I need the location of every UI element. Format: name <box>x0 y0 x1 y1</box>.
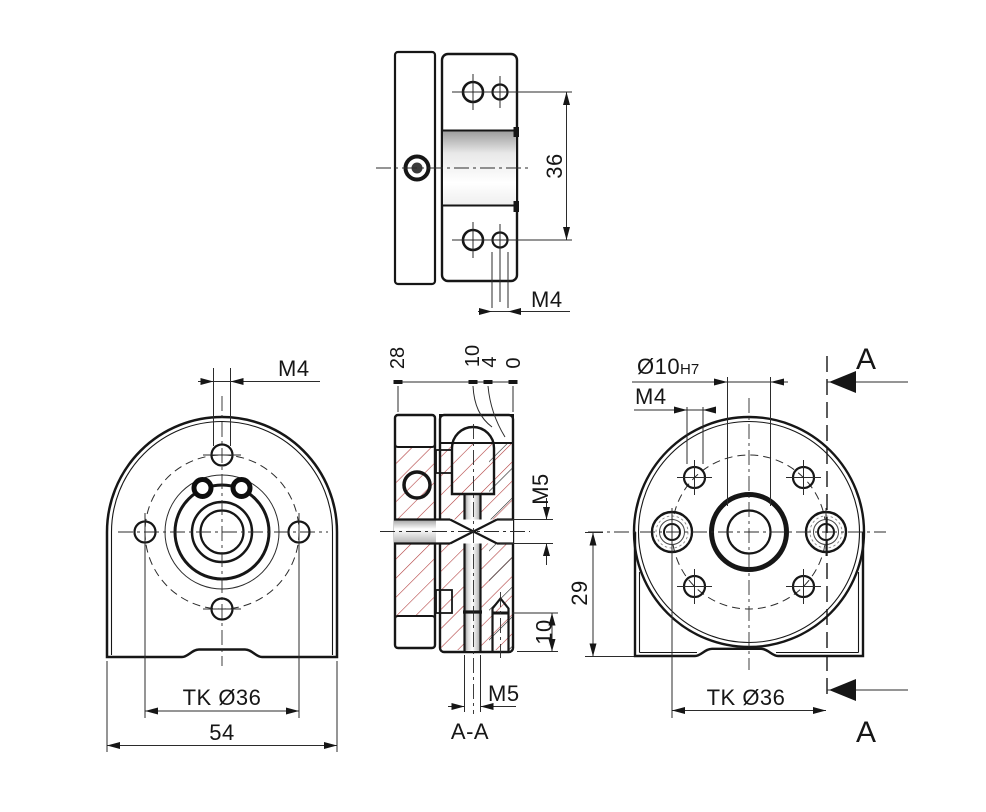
sect-flange-cap-top <box>394 414 436 448</box>
dim-d10-tol-label: H7 <box>680 361 699 378</box>
sect-body-cap-top <box>439 414 514 444</box>
dim-54-label: 54 <box>209 720 234 745</box>
dim-tk36-front: TK Ø36 <box>144 545 300 718</box>
front-view: M4 TK Ø36 54 <box>105 356 339 752</box>
dim-29-label: 29 <box>567 580 592 605</box>
groove-edge-mark <box>513 201 519 212</box>
dim-m4-rear: M4 <box>634 384 716 464</box>
body-groove <box>443 131 516 205</box>
dim-m4-side-label: M4 <box>531 287 563 312</box>
groove-edge-mark <box>513 127 519 137</box>
dim-54: 54 <box>106 661 338 752</box>
dim-10-depth: 10 <box>512 612 558 652</box>
dim-m4-front: M4 <box>198 356 320 446</box>
dim-tk36-front-label: TK Ø36 <box>183 685 262 710</box>
body-profile <box>440 52 519 283</box>
dim-36: 36 <box>542 92 570 240</box>
vertical-bore <box>464 494 481 651</box>
set-screw-hole <box>230 477 253 499</box>
ord-0: 0 <box>503 357 525 368</box>
dim-m5-bottom: M5 <box>448 655 520 712</box>
dim-d10h7: Ø10 H7 <box>632 354 788 506</box>
ord-4: 4 <box>479 356 501 367</box>
dim-d10-label: Ø10 <box>637 354 680 379</box>
section-title: A-A <box>451 719 489 744</box>
dim-m4-front-label: M4 <box>278 356 310 381</box>
section-view: 28 10 4 0 M5 10 M5 A-A <box>380 345 558 744</box>
dim-m5-side-label: M5 <box>528 473 553 505</box>
dim-tk36-rear-label: TK Ø36 <box>707 685 786 710</box>
retainer-bottom <box>435 589 453 614</box>
section-arrow-bottom <box>829 679 856 701</box>
set-screw-hole <box>191 477 214 499</box>
dim-m5-bottom-label: M5 <box>488 681 520 706</box>
ord-28: 28 <box>387 347 409 369</box>
counterbore <box>450 425 496 496</box>
section-letter-bottom: A <box>856 716 876 749</box>
section-letter-top: A <box>856 343 876 376</box>
dim-m4-side: M4 <box>478 252 570 315</box>
rear-base-inner <box>638 572 860 654</box>
dim-36-label: 36 <box>542 153 567 178</box>
side-view-crosshairs <box>452 74 572 302</box>
front-outline-inner <box>110 420 334 655</box>
dim-m4-rear-label: M4 <box>635 384 667 409</box>
dim-m5-side: M5 <box>500 473 553 565</box>
set-screw-section <box>402 470 432 500</box>
dim-29: 29 <box>567 532 640 657</box>
ordinate-dims: 28 10 4 0 <box>387 345 525 438</box>
rear-view: A A Ø10 H7 M4 TK Ø36 <box>588 343 908 749</box>
dim-10-depth-label: 10 <box>532 619 557 644</box>
ord-10: 10 <box>462 345 484 367</box>
bore-walls <box>463 494 482 651</box>
section-arrow-top <box>829 371 856 393</box>
section-line-A: A A <box>826 343 908 749</box>
rear-base <box>633 532 865 658</box>
sect-flange-cap-bottom <box>394 615 436 649</box>
front-outline <box>105 415 339 659</box>
dim-tk36-rear: TK Ø36 <box>671 546 826 718</box>
side-view: 36 M4 <box>376 50 572 315</box>
